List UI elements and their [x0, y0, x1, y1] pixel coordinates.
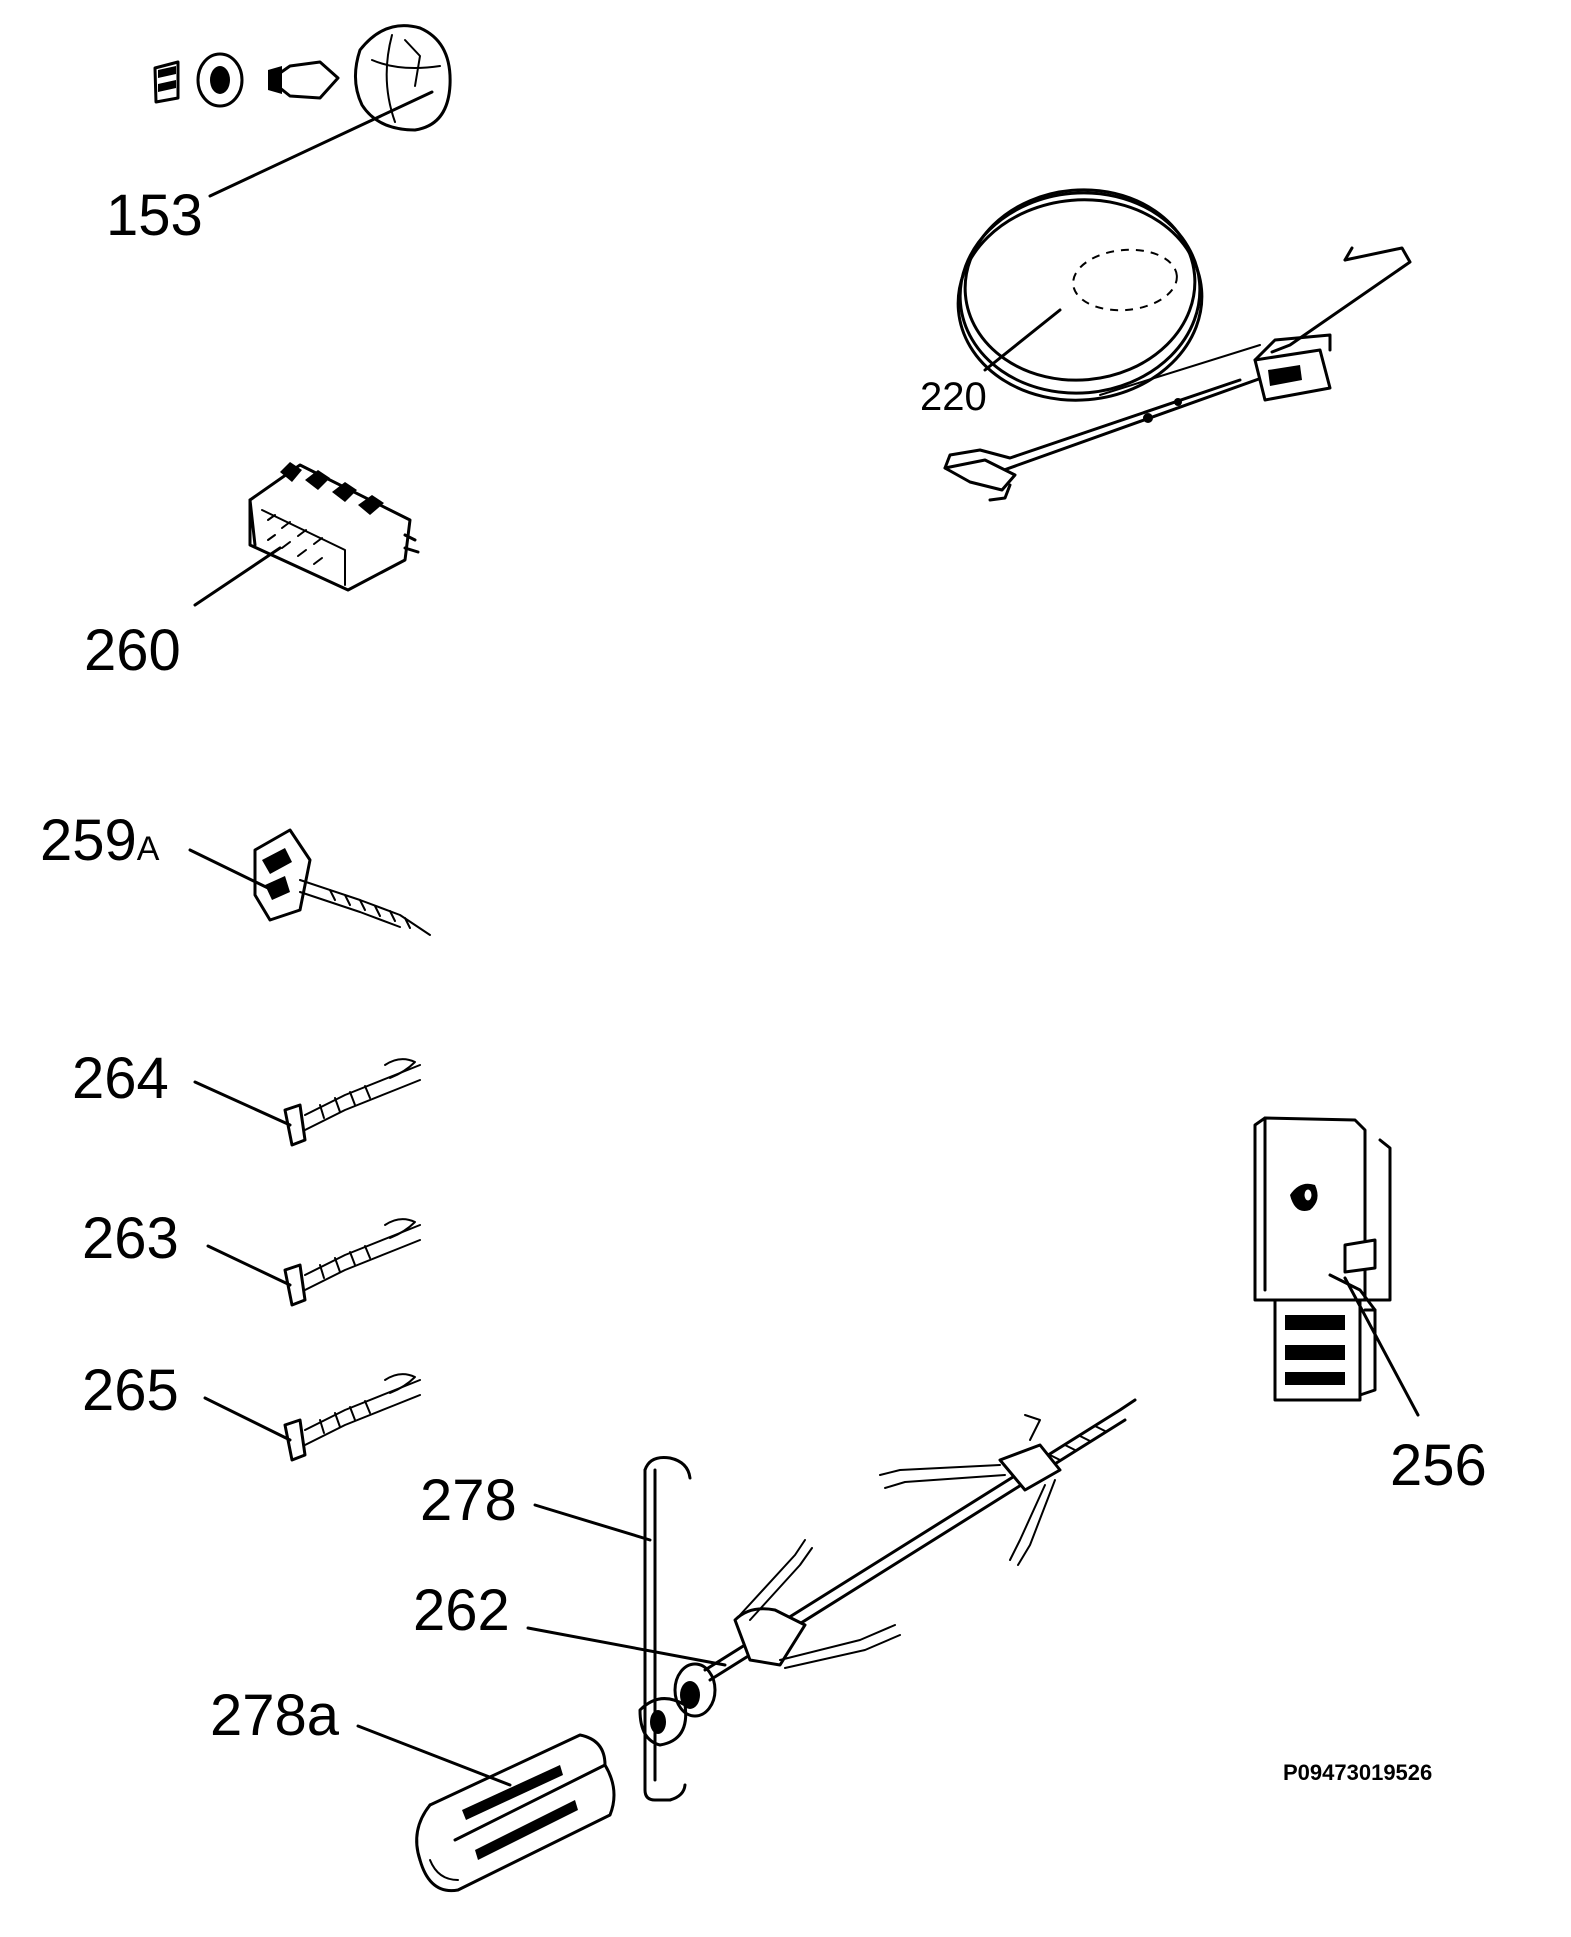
- part-262-spit: [638, 1398, 1137, 1747]
- part-153-lamp-assembly: [153, 24, 452, 132]
- label-265: 265: [82, 1358, 179, 1423]
- part-260-selector-switch: [248, 462, 420, 592]
- leader-260: [193, 546, 282, 607]
- leader-256: [1343, 1276, 1420, 1417]
- label-264: 264: [72, 1046, 169, 1111]
- part-256-control-unit: [1253, 1116, 1392, 1402]
- part-259a-switch: [253, 828, 431, 936]
- label-259a-number: 259: [40, 808, 137, 873]
- label-220: 220: [920, 375, 987, 419]
- part-265-element: [283, 1373, 421, 1462]
- leader-259a: [188, 848, 270, 890]
- leader-264: [193, 1080, 292, 1127]
- drawing-code: P09473019526: [1283, 1760, 1432, 1785]
- part-278-support-rod: [643, 1456, 692, 1802]
- label-262: 262: [413, 1578, 510, 1643]
- part-220-hotplate: [943, 188, 1412, 502]
- label-259a: 259A: [40, 808, 160, 873]
- label-278a: 278a: [210, 1683, 340, 1748]
- part-264-element: [283, 1058, 421, 1147]
- leader-263: [206, 1244, 292, 1287]
- label-263: 263: [82, 1206, 179, 1271]
- label-153: 153: [106, 183, 203, 248]
- leader-262: [526, 1626, 727, 1667]
- label-278: 278: [420, 1468, 517, 1533]
- label-260: 260: [84, 618, 181, 683]
- leader-153: [208, 90, 434, 198]
- leader-220: [983, 308, 1062, 372]
- label-259a-suffix: A: [137, 830, 160, 868]
- label-256: 256: [1390, 1433, 1487, 1498]
- part-278a-handle: [415, 1733, 616, 1893]
- leader-278a: [356, 1724, 512, 1787]
- part-263-element: [283, 1218, 421, 1307]
- leader-265: [203, 1396, 292, 1442]
- leader-278: [533, 1503, 652, 1542]
